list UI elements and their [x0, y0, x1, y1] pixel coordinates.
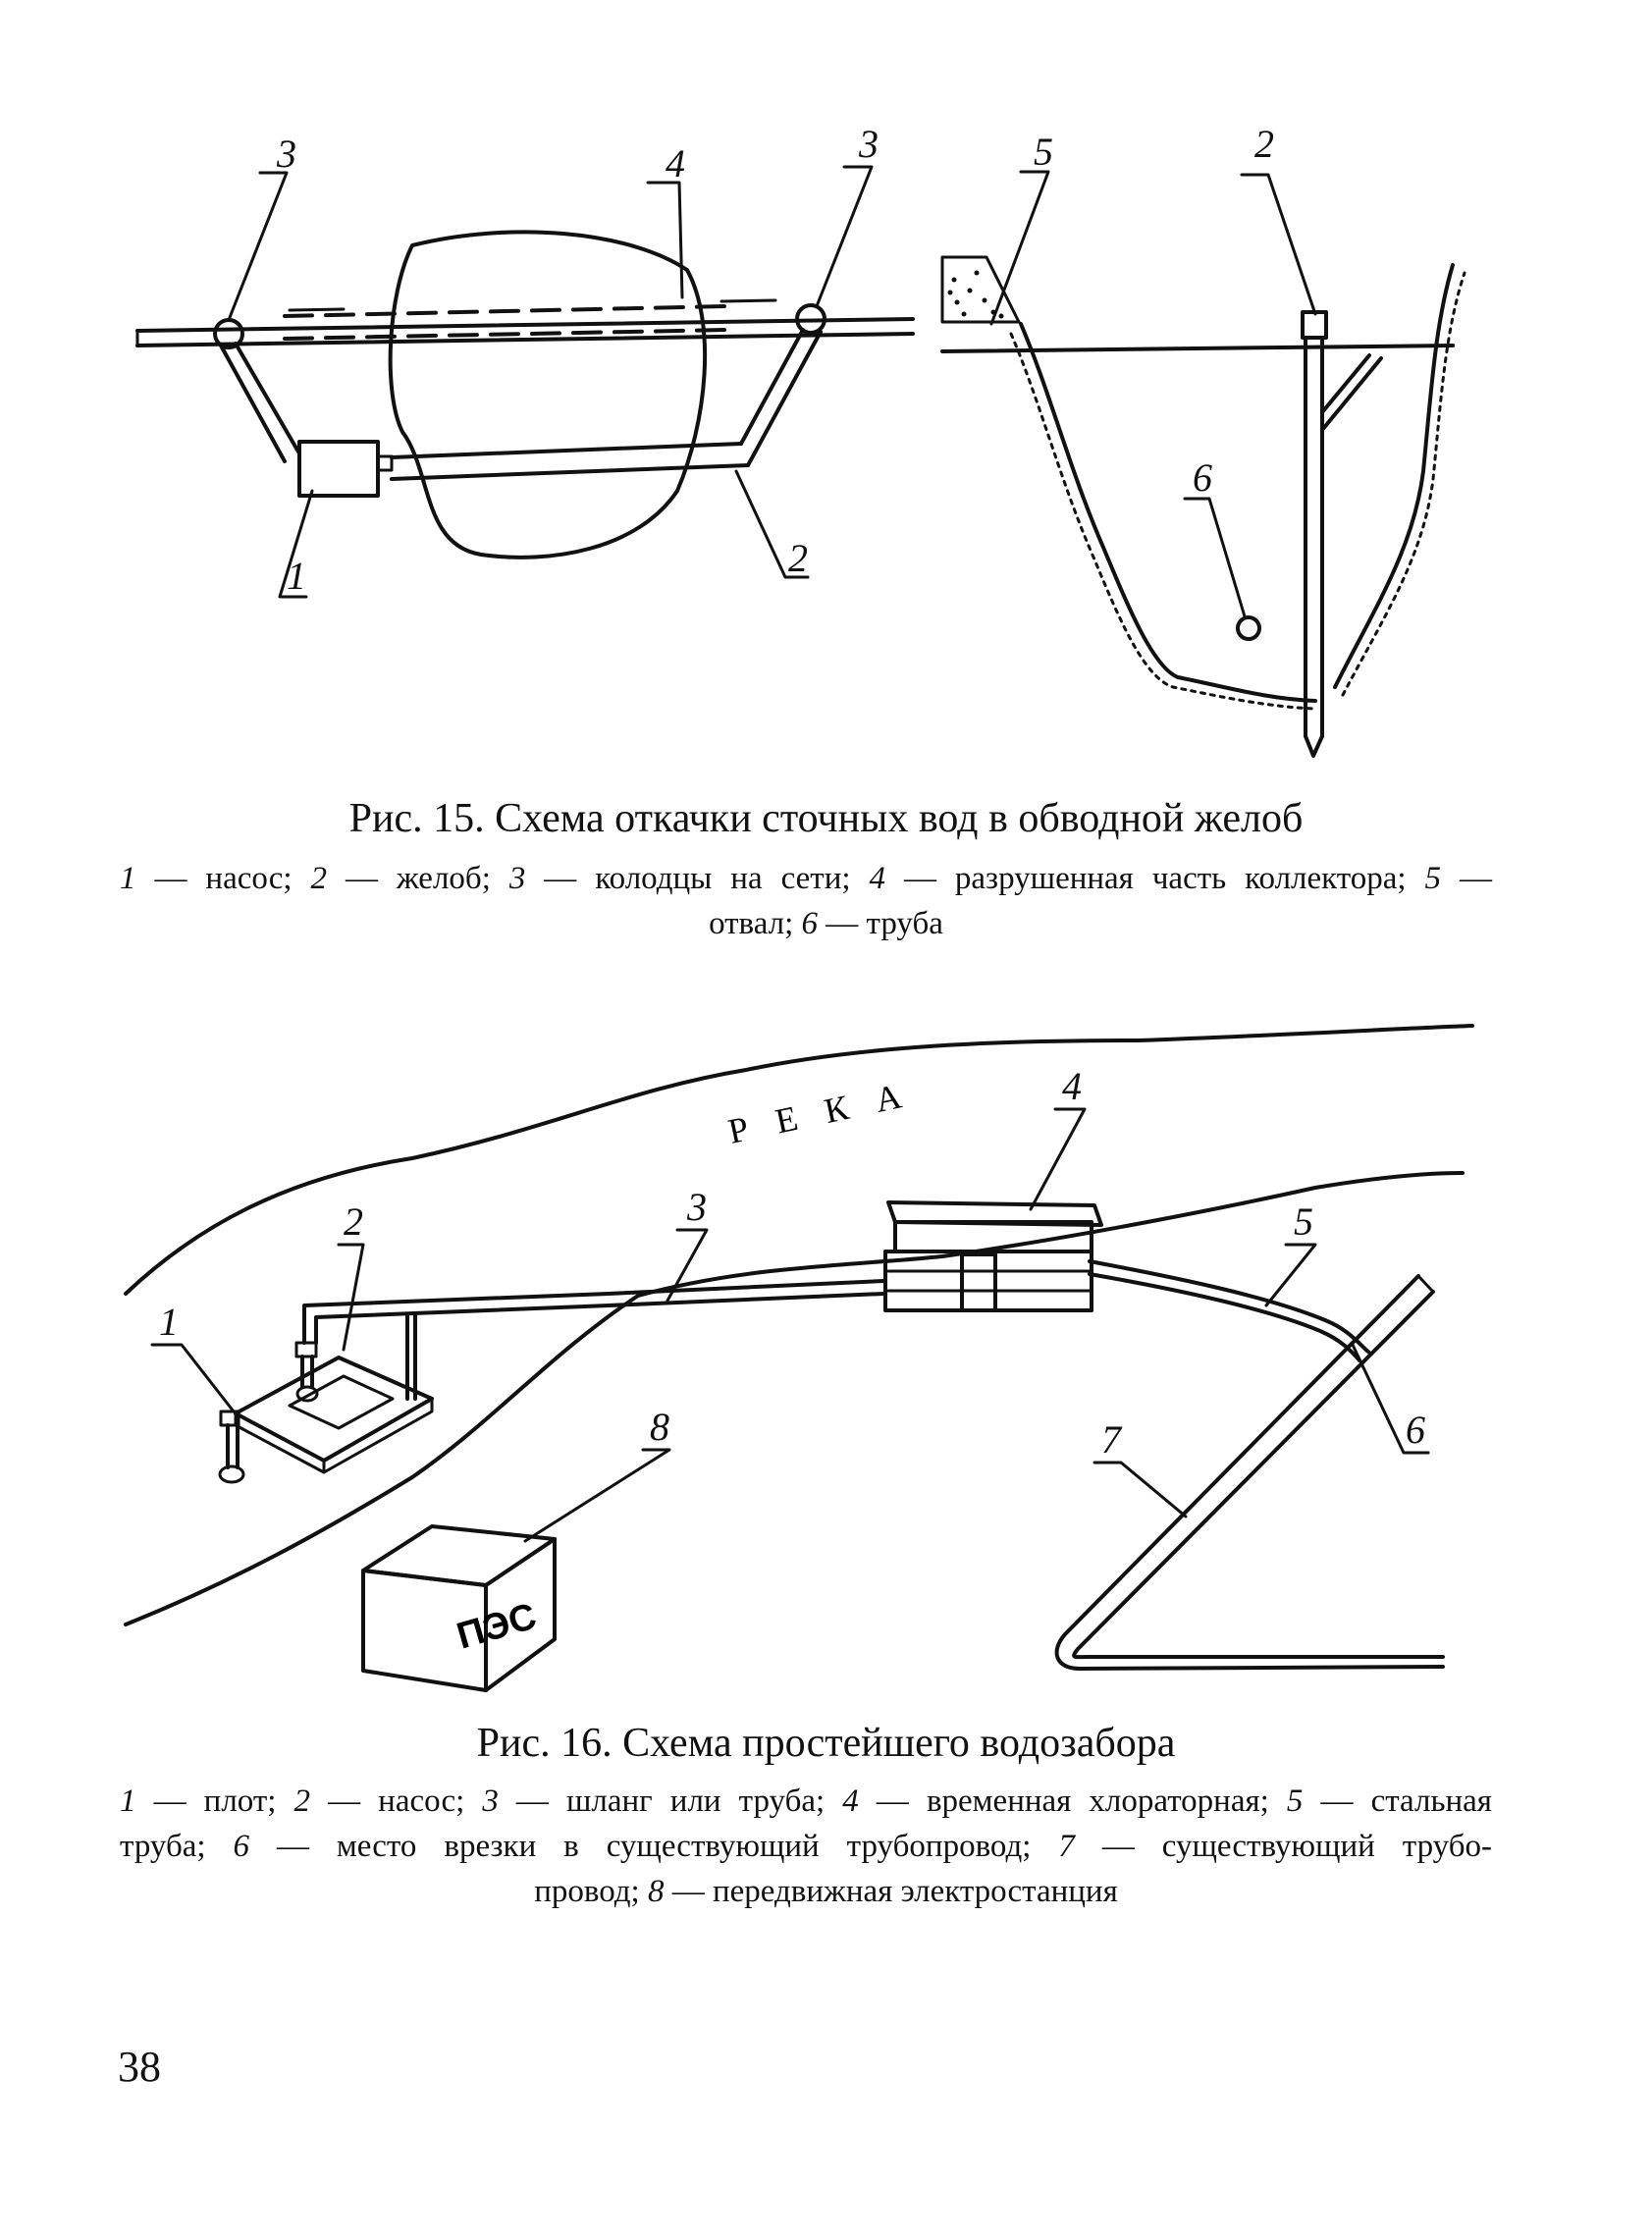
label-2-fig16: 2 [344, 1199, 363, 1244]
legend-num: 1 [120, 1783, 136, 1819]
figure-15-section: 5 2 6 [940, 122, 1466, 758]
legend-num: 4 [842, 1783, 859, 1819]
sewer-line [135, 317, 915, 347]
label-1-fig16: 1 [159, 1300, 179, 1344]
figure-16-legend-line3: провод; 8 — передвижная электростанция [0, 1869, 1652, 1914]
legend-num: 3 [508, 861, 526, 896]
legend-text: — разрушенная часть коллектора; [884, 861, 1425, 896]
legend-num: 7 [1058, 1829, 1075, 1864]
page-number: 38 [118, 2043, 161, 2091]
legend-text: отвал; [709, 906, 802, 941]
flow-arrow-right [719, 298, 777, 303]
legend-text: — шланг или труба; [498, 1783, 843, 1819]
legend-num: 4 [869, 861, 885, 896]
legend-text: — временная хлораторная; [858, 1783, 1287, 1819]
leaders-fig15 [227, 165, 874, 599]
legend-text: — передвижная электростанция [664, 1874, 1118, 1909]
label-5: 5 [1034, 130, 1053, 174]
flow-arrow-left [288, 307, 346, 312]
pipe-dashed-upper [283, 304, 728, 318]
trench-hatch-left [1009, 332, 1317, 711]
chute [390, 328, 823, 481]
well-right [795, 303, 826, 335]
legend-num: 6 [801, 906, 819, 941]
figure-16: Р Е К А [124, 1024, 1474, 1692]
label-3-fig16: 3 [686, 1185, 707, 1229]
legend-num: 2 [293, 1783, 311, 1819]
legend-text: — стальная [1303, 1783, 1492, 1819]
label-3-right: 3 [858, 122, 879, 166]
label-6-fig16: 6 [1406, 1408, 1425, 1452]
legend-text: — желоб; [327, 861, 509, 896]
figure-15-plan: 3 4 3 1 2 [135, 122, 915, 599]
figure-15-legend-line2: отвал; 6 — труба [0, 901, 1652, 946]
legend-text: — колодцы на сети; [525, 861, 870, 896]
river-label: Р Е К А [724, 1074, 914, 1150]
pes-sign: ПЭС [453, 1596, 541, 1658]
existing-pipeline [1054, 1274, 1445, 1671]
legend-num: 2 [310, 861, 328, 896]
chlorinator [883, 1200, 1103, 1312]
figure-16-title: Рис. 16. Схема простейшего водозабора [476, 1721, 1176, 1766]
label-2-section: 2 [1254, 122, 1274, 166]
legend-text: — плот; [135, 1783, 294, 1819]
legend-num: 1 [120, 861, 136, 896]
leaders-fig15-section [989, 170, 1317, 618]
figure-15-title: Рис. 15. Схема откачки сточных вод в обв… [348, 796, 1304, 841]
figure-16-legend-line2: труба; 6 — место врезки в существующий т… [120, 1824, 1492, 1869]
legend-num: 5 [1424, 861, 1442, 896]
raft [234, 1356, 434, 1474]
river-bank-upper [124, 1024, 1474, 1296]
label-4-fig16: 4 [1062, 1064, 1082, 1108]
label-5-fig16: 5 [1294, 1199, 1313, 1244]
trench-right-wall [1333, 263, 1455, 689]
power-station [361, 1524, 557, 1692]
legend-num: 3 [482, 1783, 499, 1819]
destroyed-collector [388, 230, 708, 559]
legend-text: труба; [120, 1829, 234, 1864]
river-bank-lower [124, 1171, 1465, 1626]
legend-text: — [1441, 861, 1492, 896]
legend-num: 8 [647, 1874, 665, 1909]
label-3-left: 3 [276, 132, 296, 176]
intake-pipe [218, 1410, 245, 1484]
chute-post [1304, 337, 1324, 758]
dump-outline [940, 255, 1021, 324]
chute-cap [1301, 310, 1328, 340]
label-2: 2 [788, 536, 808, 580]
legend-num: 5 [1286, 1783, 1304, 1819]
label-7-fig16: 7 [1101, 1417, 1123, 1462]
ground-line [940, 344, 1455, 353]
trench-hatch-right [1341, 271, 1466, 697]
pipe-circle [1236, 615, 1261, 641]
pump-box [297, 440, 380, 498]
steel-pipe [1088, 1259, 1371, 1362]
label-4: 4 [666, 141, 685, 186]
legend-text: — место врезки в существующий трубопрово… [249, 1829, 1059, 1864]
label-1: 1 [287, 554, 306, 598]
pump-outlet [376, 454, 394, 472]
label-8-fig16: 8 [650, 1405, 669, 1449]
legend-text: провод; [534, 1874, 648, 1909]
figure-16-legend-line1: 1 — плот; 2 — насос; 3 — шланг или труба… [120, 1779, 1492, 1824]
pipe-dashed-lower [283, 328, 728, 341]
chute-brace [1320, 353, 1383, 432]
legend-num: 6 [233, 1829, 250, 1864]
hose [302, 1279, 885, 1401]
legend-text: — насос; [310, 1783, 483, 1819]
legend-text: — насос; [135, 861, 311, 896]
trench-left-wall [1019, 322, 1317, 703]
figure-15-legend-line1: 1 — насос; 2 — желоб; 3 — колодцы на сет… [120, 856, 1492, 901]
label-6: 6 [1193, 455, 1212, 500]
legend-text: — труба [818, 906, 943, 941]
legend-text: — существующий трубо- [1074, 1829, 1492, 1864]
pump-fig16 [294, 1341, 319, 1403]
hose-left [219, 342, 301, 463]
leaders-fig16 [150, 1107, 1430, 1543]
